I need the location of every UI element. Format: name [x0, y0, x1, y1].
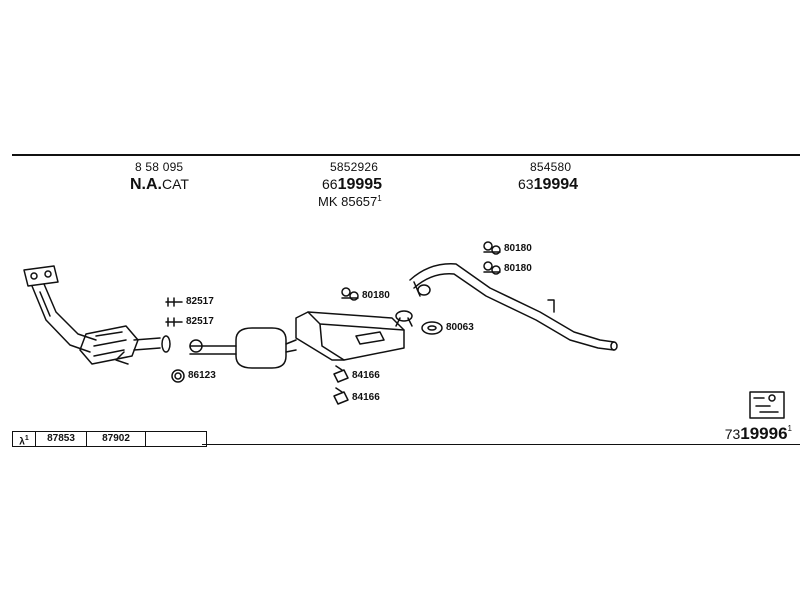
catalytic-converter: [79, 325, 139, 365]
clamp-82517-b: [165, 317, 183, 327]
rubber-mount-80180-a: [483, 241, 501, 255]
mounting-kit-label: MK 856571: [318, 194, 382, 209]
gasket-80063: [421, 321, 443, 335]
part-label-82517-b: 82517: [186, 316, 214, 327]
rear-silencer-part-number: 6319994: [518, 176, 578, 194]
lambda-cell-3: [146, 432, 206, 446]
set-number-prefix: 73: [724, 426, 741, 442]
cat-label-suffix: CAT: [162, 176, 189, 192]
front-downpipe: [31, 283, 97, 353]
part-label-82517-a: 82517: [186, 296, 214, 307]
front-silencer-prefix: 66: [322, 176, 338, 192]
lambda-sensor-table: λ1 87853 87902: [12, 431, 207, 447]
silencer-outlet-flange: [395, 310, 413, 327]
manifold-flange: [23, 265, 59, 287]
intermediate-pipe: [115, 335, 171, 365]
rear-silencer-ref-number: 854580: [530, 160, 572, 174]
hanger-84166-a: [333, 365, 349, 383]
set-number: 73199961: [725, 424, 792, 444]
lambda-symbol-cell: λ1: [13, 432, 36, 448]
ring-86123: [171, 369, 185, 383]
mounting-kit-sup: 1: [377, 194, 382, 203]
rear-silencer-prefix: 63: [518, 176, 534, 192]
front-silencer-number: 19995: [337, 176, 383, 193]
set-number-main: 19996: [740, 424, 788, 443]
part-label-84166-b: 84166: [352, 392, 380, 403]
rubber-mount-80180-c: [341, 287, 359, 301]
bottom-divider: [202, 444, 800, 445]
front-silencer-ref-number: 5852926: [330, 160, 379, 174]
part-label-84166-a: 84166: [352, 370, 380, 381]
set-number-sup: 1: [787, 424, 792, 433]
part-label-86123: 86123: [188, 370, 216, 381]
lambda-sup: 1: [24, 435, 29, 442]
tail-pipe: [409, 263, 618, 351]
part-label-80180-b: 80180: [504, 263, 532, 274]
rear-silencer-number: 19994: [533, 176, 579, 193]
cat-label-main: N.A.: [130, 176, 162, 193]
top-divider: [12, 154, 800, 156]
lambda-cell-1: 87853: [36, 432, 87, 446]
front-silencer: [235, 327, 297, 369]
rubber-mount-80180-b: [483, 261, 501, 275]
front-silencer-part-number: 6619995: [322, 176, 382, 194]
clamp-82517-a: [165, 297, 183, 307]
pipe-clamp: [189, 339, 237, 355]
lambda-cell-2: 87902: [87, 432, 146, 446]
part-label-80180-a: 80180: [504, 243, 532, 254]
cat-title: N.A.CAT: [130, 176, 189, 194]
mounting-kit-icon: [749, 391, 785, 419]
part-label-80180-c: 80180: [362, 290, 390, 301]
cat-ref-number: 8 58 095: [135, 160, 184, 174]
mounting-kit-number: MK 85657: [318, 194, 378, 209]
rear-silencer: [295, 311, 405, 361]
lambda-symbol: λ: [19, 436, 25, 448]
part-label-80063: 80063: [446, 322, 474, 333]
hanger-84166-b: [333, 387, 349, 405]
